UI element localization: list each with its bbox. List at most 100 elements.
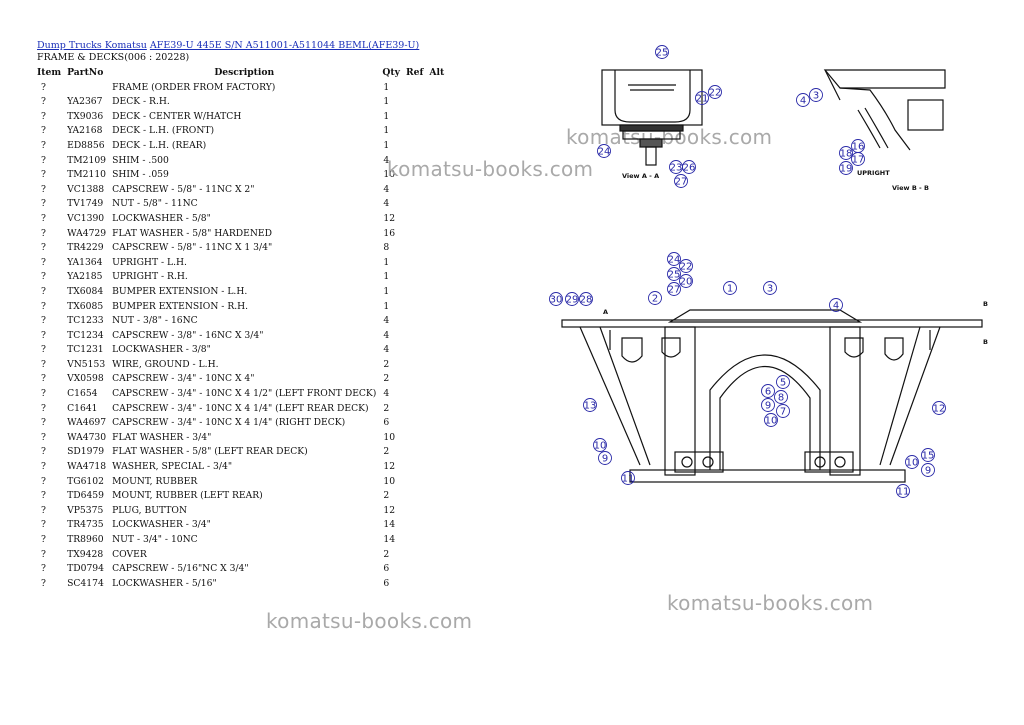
- view-a-label: View A - A: [622, 172, 659, 180]
- cell-partno: TR4735: [67, 519, 104, 531]
- cell-description: FLAT WASHER - 5/8" (LEFT REAR DECK): [112, 446, 308, 458]
- cell-qty: 6: [383, 577, 390, 589]
- cell-partno: TX9036: [67, 110, 104, 122]
- callout-number: 2: [652, 294, 658, 305]
- cell-description: LOCKWASHER - 3/4": [112, 519, 211, 531]
- callout-circle: [839, 161, 853, 175]
- cell-qty: 1: [383, 139, 390, 151]
- cell-partno: SD1979: [67, 446, 105, 458]
- header-item: Item: [37, 67, 62, 78]
- cell-partno: VC1390: [67, 212, 105, 224]
- callout-circle: [921, 448, 935, 462]
- callout-circle: [764, 413, 778, 427]
- cell-item: ?: [41, 373, 46, 385]
- cell-partno: VC1388: [67, 183, 105, 195]
- callout-circle: [655, 45, 669, 59]
- cell-qty: 1: [383, 256, 390, 268]
- callout-number: 17: [852, 155, 865, 166]
- table-row: ?FRAME (ORDER FROM FACTORY)1: [34, 81, 447, 96]
- cell-qty: 2: [383, 490, 390, 502]
- callout-number: 4: [833, 301, 839, 312]
- cell-partno: TR8960: [67, 534, 104, 545]
- cell-description: UPRIGHT - R.H.: [112, 271, 188, 283]
- cell-item: ?: [41, 212, 46, 224]
- cell-partno: VX0598: [67, 373, 104, 385]
- cell-description: CAPSCREW - 5/8" - 11NC X 1 3/4": [112, 242, 273, 254]
- cell-qty: 4: [383, 183, 390, 195]
- callout-number: 22: [680, 262, 693, 273]
- callout-number: 23: [670, 163, 683, 174]
- callout-circle: [829, 298, 843, 312]
- header-alt: Alt: [429, 67, 445, 78]
- cell-item: ?: [41, 198, 46, 210]
- cell-description: MOUNT, RUBBER: [112, 475, 198, 487]
- cell-partno: VP5375: [67, 504, 104, 516]
- section-b-marker: B: [983, 300, 988, 308]
- cell-description: SHIM - .059: [112, 169, 169, 181]
- callout-circle: [667, 252, 681, 266]
- breadcrumb: Dump Trucks Komatsu AFE39-U 445E S/N A51…: [37, 40, 419, 51]
- callout-number: 6: [765, 387, 771, 398]
- cell-qty: 1: [383, 271, 390, 283]
- callout-circle: [723, 281, 737, 295]
- cell-partno: TX6084: [67, 285, 104, 297]
- breadcrumb-link-model[interactable]: AFE39-U 445E S/N A511001-A511044 BEML(AF…: [149, 40, 420, 51]
- callout-number: 22: [709, 88, 722, 99]
- callout-number: 8: [778, 393, 784, 404]
- cell-qty: 1: [383, 300, 390, 312]
- callout-number: 19: [840, 164, 853, 175]
- callout-circle: [774, 390, 788, 404]
- callout-number: 10: [906, 458, 919, 469]
- cell-partno: YA2185: [67, 271, 103, 283]
- view-a-detail: [601, 69, 703, 166]
- callout-number: 9: [765, 401, 771, 412]
- callout-circle: [667, 267, 681, 281]
- cell-item: ?: [41, 548, 46, 560]
- header-partno: PartNo: [67, 67, 104, 78]
- cell-item: ?: [41, 96, 46, 108]
- cell-description: DECK - R.H.: [112, 96, 170, 108]
- cell-item: ?: [41, 504, 46, 516]
- callout-number: 25: [656, 48, 669, 59]
- cell-qty: 4: [383, 154, 390, 166]
- cell-description: BUMPER EXTENSION - R.H.: [112, 300, 249, 312]
- cell-item: ?: [41, 358, 46, 370]
- callout-circle: [593, 438, 607, 452]
- cell-qty: 1: [383, 110, 390, 122]
- callout-number: 7: [780, 407, 786, 418]
- callout-number: 27: [668, 285, 681, 296]
- cell-partno: YA1364: [67, 256, 103, 268]
- cell-item: ?: [41, 139, 46, 151]
- callout-circle: [583, 398, 597, 412]
- callout-circle: [679, 259, 693, 273]
- cell-partno: TC1234: [67, 329, 104, 341]
- cell-qty: 4: [383, 329, 390, 341]
- callout-number: 4: [800, 96, 806, 107]
- callout-number: 3: [813, 91, 819, 102]
- section-b-marker: B: [983, 338, 988, 346]
- cell-item: ?: [41, 431, 46, 443]
- exploded-parts-diagram: View A - A View B - B UPRIGHT A B B 2522…: [549, 45, 988, 498]
- cell-description: DECK - L.H. (FRONT): [112, 125, 215, 137]
- cell-item: ?: [41, 329, 46, 341]
- cell-qty: 4: [383, 388, 390, 400]
- cell-qty: 2: [383, 358, 390, 370]
- main-frame: [561, 309, 983, 483]
- breadcrumb-link-dump-trucks[interactable]: Dump Trucks Komatsu: [37, 40, 147, 51]
- callout-number: 25: [668, 270, 681, 281]
- cell-item: ?: [41, 563, 46, 575]
- callout-number: 15: [922, 451, 935, 462]
- callout-number: 13: [584, 401, 597, 412]
